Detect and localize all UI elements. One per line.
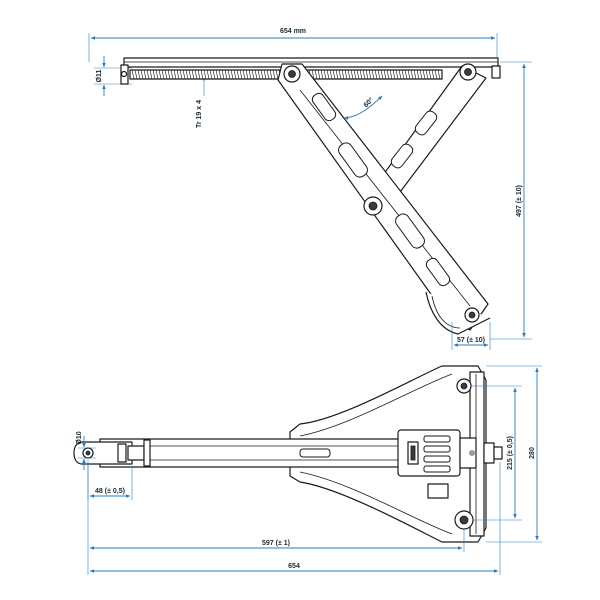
angle-arc [343, 95, 383, 120]
long-arm [364, 63, 487, 213]
main-arm [277, 63, 489, 331]
dimension-label-foot-offset: 57 (± 10) [457, 337, 485, 344]
label-plate [427, 483, 449, 499]
front-eye [73, 439, 151, 467]
dimension-label-angle: 60° [362, 96, 375, 109]
dimension-label-thread: Tr 19 x 4 [196, 100, 203, 128]
side-view: 654 mm Ø11 Tr 19 x 4 [88, 28, 532, 350]
dimension-label-height: 497 (± 10) [516, 185, 523, 217]
dimension-label-base-width: 280 [529, 447, 536, 459]
foot-plate [425, 291, 491, 335]
right-end-nut [491, 65, 501, 79]
top-frame-bar [123, 57, 499, 68]
rear-crank [459, 437, 503, 469]
top-view: Ø10 48 (± 0,5) 597 (± 1) 654 215 (± 0,5)… [73, 365, 542, 575]
dimension-label-pin-length: 597 (± 1) [262, 540, 290, 547]
dimension-label-bolt-diameter: Ø11 [96, 69, 103, 82]
dimension-label-top-length: 654 mm [280, 28, 306, 35]
dimension-label-total-length: 654 [288, 563, 300, 570]
main-tube [99, 438, 447, 468]
dimension-label-eye-offset: 48 (± 0,5) [95, 488, 125, 495]
spindle-housing [397, 429, 461, 477]
dimension-label-hole-spacing: 215 (± 0,5) [507, 436, 514, 470]
dimension-label-tube-diameter: Ø10 [76, 431, 83, 444]
